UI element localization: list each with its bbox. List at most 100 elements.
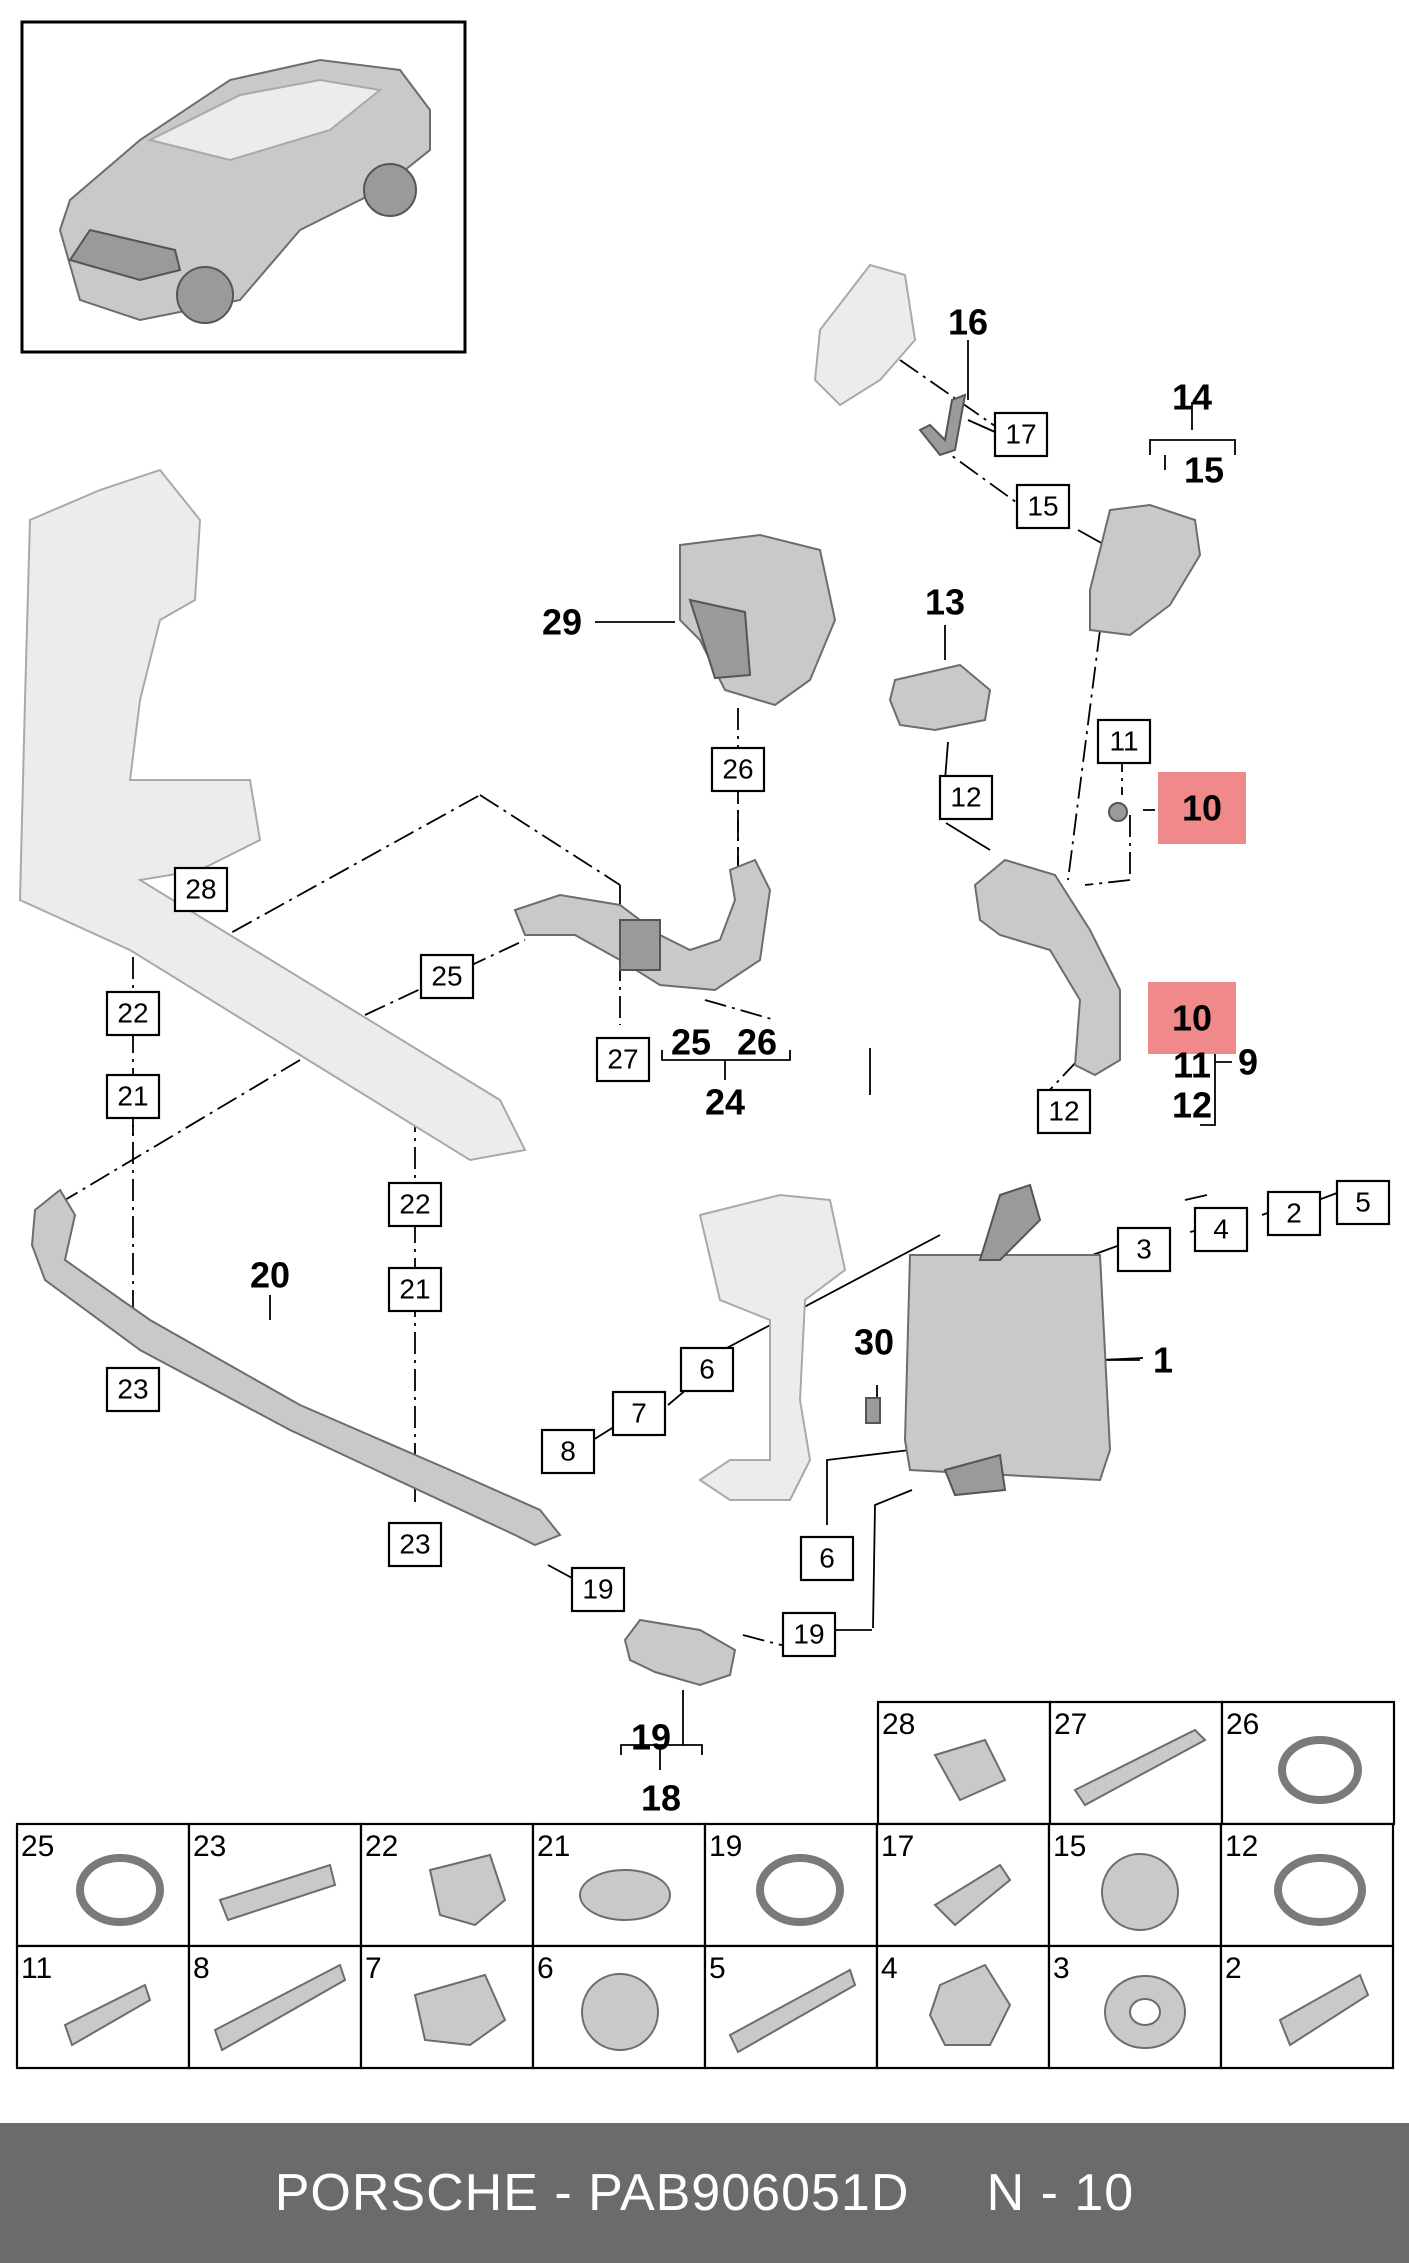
- svg-text:2: 2: [1225, 1952, 1242, 1985]
- svg-text:25: 25: [21, 1830, 54, 1863]
- grid-cell-3: 3: [1047, 1944, 1223, 2070]
- svg-text:29: 29: [542, 602, 582, 643]
- thumb-17: [933, 1863, 1012, 1927]
- svg-text:12: 12: [1048, 1096, 1079, 1127]
- callout-22-mid: 22: [387, 1181, 443, 1228]
- svg-text:26: 26: [1226, 1708, 1259, 1741]
- part-sensor-10: [1108, 802, 1128, 822]
- callout-7: 7: [611, 1390, 667, 1437]
- part-charge-pipe-20: [30, 1188, 562, 1547]
- svg-text:26: 26: [722, 754, 753, 785]
- callout-25-bold: 25: [671, 1022, 711, 1063]
- thumb-15: [1101, 1853, 1179, 1931]
- svg-text:25: 25: [671, 1022, 711, 1063]
- svg-text:2: 2: [1286, 1198, 1302, 1229]
- svg-text:19: 19: [709, 1830, 742, 1863]
- svg-text:19: 19: [793, 1619, 824, 1650]
- callout-15: 15: [1015, 483, 1071, 530]
- callout-26-bold: 26: [737, 1022, 777, 1063]
- parts-grid: 28 27 26 25 23 22 21 19 17 15 12 11 8 7: [15, 1700, 1396, 2070]
- callout-30: 30: [854, 1322, 894, 1363]
- svg-text:4: 4: [1213, 1214, 1229, 1245]
- svg-text:9: 9: [1238, 1042, 1258, 1083]
- callout-23-left: 23: [105, 1366, 161, 1413]
- thumb-7: [413, 1973, 507, 2047]
- svg-text:17: 17: [1005, 419, 1036, 450]
- svg-text:21: 21: [399, 1274, 430, 1305]
- callout-5: 5: [1335, 1179, 1391, 1226]
- callout-12-top: 12: [938, 774, 994, 821]
- grid-cell-23: 23: [187, 1822, 363, 1948]
- thumb-8: [213, 1963, 347, 2052]
- thumb-11: [63, 1983, 152, 2047]
- callout-14: 14: [1172, 377, 1212, 418]
- callout-10-highlight-bottom: 10: [1148, 982, 1236, 1054]
- callout-12-bold: 12: [1172, 1085, 1212, 1126]
- callout-21-left: 21: [105, 1073, 161, 1120]
- part-intercooler-1: [903, 1183, 1112, 1497]
- part-air-guide-top: [813, 263, 917, 407]
- svg-text:22: 22: [117, 998, 148, 1029]
- svg-text:8: 8: [193, 1952, 210, 1985]
- svg-text:11: 11: [1109, 726, 1138, 757]
- svg-text:28: 28: [185, 874, 216, 905]
- svg-text:26: 26: [737, 1022, 777, 1063]
- svg-text:7: 7: [365, 1952, 382, 1985]
- svg-text:15: 15: [1053, 1830, 1086, 1863]
- thumb-26: [1278, 1736, 1362, 1804]
- svg-text:28: 28: [882, 1708, 915, 1741]
- svg-text:27: 27: [607, 1044, 638, 1075]
- callout-12-mid: 12: [1036, 1088, 1092, 1135]
- svg-text:6: 6: [537, 1952, 554, 1985]
- thumb-22: [428, 1853, 507, 1927]
- svg-text:21: 21: [537, 1830, 570, 1863]
- svg-text:19: 19: [631, 1717, 671, 1758]
- grid-cell-15: 15: [1047, 1822, 1223, 1948]
- part-air-duct-14: [1089, 503, 1202, 637]
- svg-text:12: 12: [1172, 1085, 1212, 1126]
- svg-text:10: 10: [1172, 998, 1212, 1039]
- svg-text:30: 30: [854, 1322, 894, 1363]
- svg-text:15: 15: [1027, 491, 1058, 522]
- part-hose-clamp-16: [918, 393, 967, 457]
- svg-text:18: 18: [641, 1778, 681, 1819]
- svg-text:17: 17: [881, 1830, 914, 1863]
- callout-16: 16: [948, 302, 988, 343]
- thumb-21: [579, 1869, 671, 1921]
- svg-text:10: 10: [1182, 788, 1222, 829]
- grid-cell-25: 25: [15, 1822, 191, 1948]
- callout-28: 28: [173, 866, 229, 913]
- callout-3: 3: [1116, 1226, 1172, 1273]
- part-bracket-13: [888, 663, 992, 732]
- callout-18: 18: [641, 1778, 681, 1819]
- callout-19-left: 19: [570, 1566, 626, 1613]
- grid-cell-11: 11: [15, 1944, 191, 2070]
- callout-22-left: 22: [105, 990, 161, 1037]
- svg-text:25: 25: [431, 961, 462, 992]
- svg-text:11: 11: [1173, 1045, 1211, 1086]
- callout-2: 2: [1266, 1190, 1322, 1237]
- grid-cell-7: 7: [359, 1944, 535, 2070]
- thumb-25: [76, 1854, 164, 1926]
- callout-29: 29: [542, 602, 582, 643]
- svg-text:14: 14: [1172, 377, 1212, 418]
- part-charge-pipe-9: [973, 858, 1121, 1077]
- svg-text:20: 20: [250, 1255, 290, 1296]
- grid-cell-22: 22: [359, 1822, 535, 1948]
- part-radiator-support-left: [18, 468, 527, 1162]
- callout-11-bold: 11: [1173, 1045, 1211, 1086]
- thumb-12: [1274, 1854, 1366, 1926]
- svg-text:16: 16: [948, 302, 988, 343]
- svg-text:27: 27: [1054, 1708, 1087, 1741]
- callouts: 16 17 14 15 15 13 29 26 11 10 12 28 25 2…: [105, 302, 1391, 1819]
- thumb-2: [1278, 1973, 1370, 2047]
- part-bolt-30: [865, 1397, 881, 1424]
- grid-cell-2: 2: [1219, 1944, 1395, 2070]
- grid-cell-19: 19: [703, 1822, 879, 1948]
- grid-cell-6: 6: [531, 1944, 707, 2070]
- svg-text:5: 5: [709, 1952, 726, 1985]
- svg-text:22: 22: [365, 1830, 398, 1863]
- svg-text:6: 6: [819, 1543, 835, 1574]
- svg-text:21: 21: [117, 1081, 148, 1112]
- thumb-6: [581, 1973, 659, 2051]
